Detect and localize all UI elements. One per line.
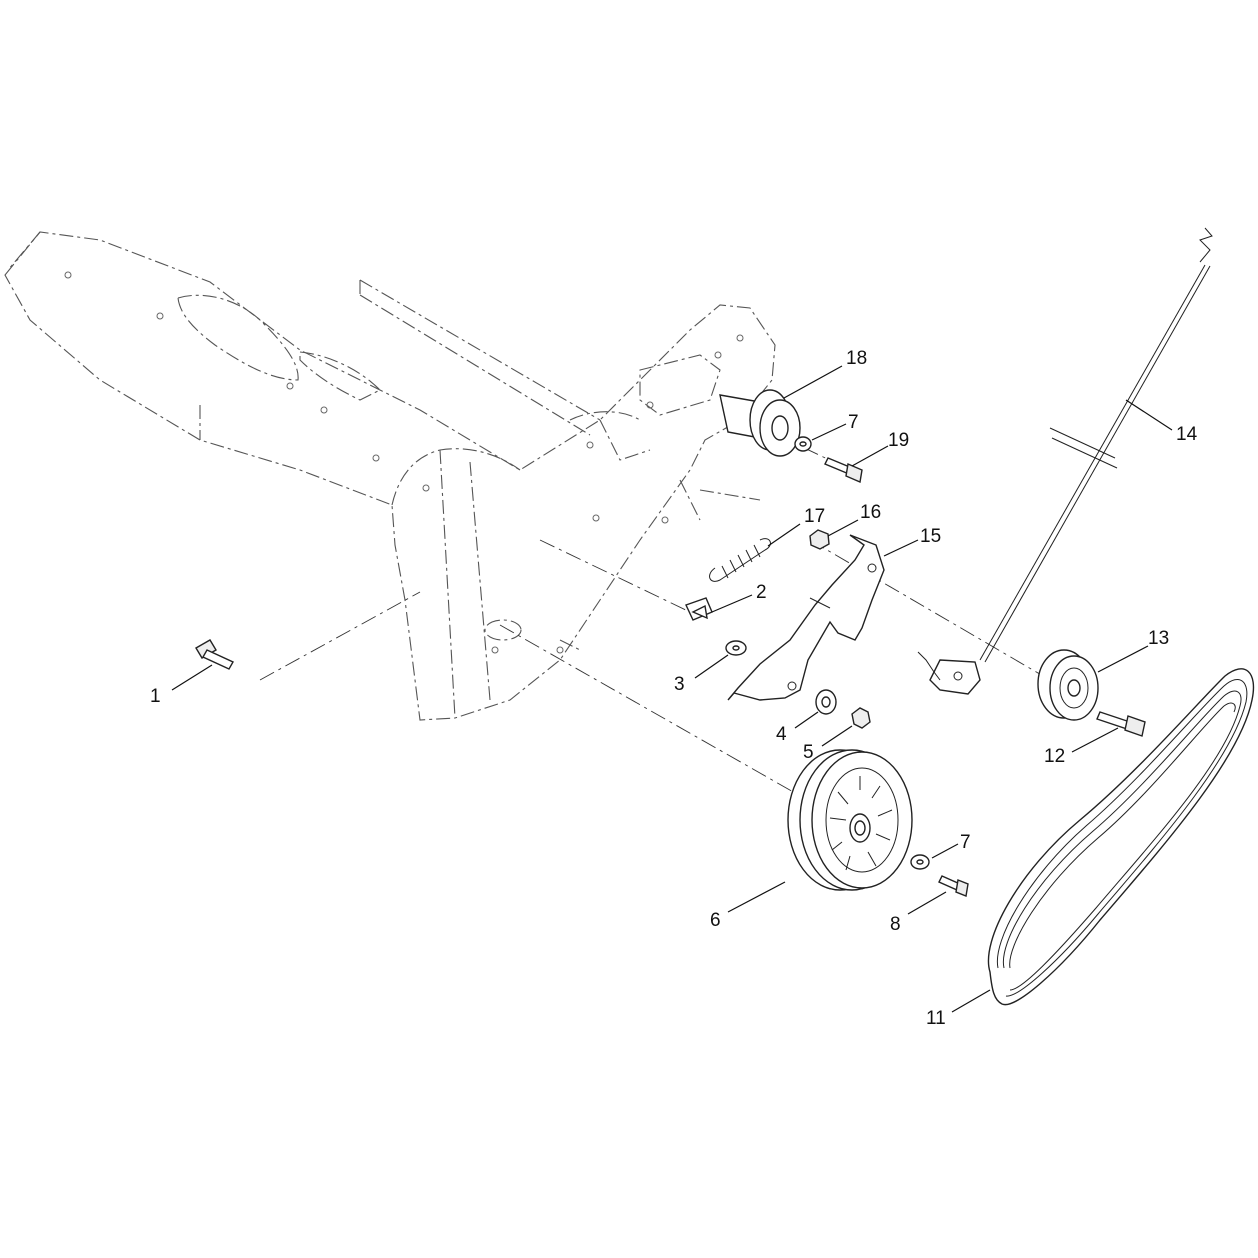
leader-lines [171,365,1173,1013]
drive-belt-part-11 [987,668,1255,1006]
drive-pulley-part-6 [787,749,913,891]
nut-part-5 [851,707,871,729]
callout-18: 18 [846,348,867,369]
idler-pulley-part-18 [719,389,801,457]
callout-1: 1 [150,686,161,707]
callout-4: 4 [776,724,787,745]
bolt-part-19 [824,457,863,483]
callout-3: 3 [674,674,685,695]
assembly-centerlines [259,409,1051,831]
callout-labels: 1 2 3 4 5 6 7 7 8 11 12 13 14 15 16 17 1… [150,348,1198,1029]
spacer-part-4 [815,689,837,715]
callout-11: 11 [926,1008,946,1029]
washer-part-3 [725,640,747,656]
phantom-frame [4,231,776,721]
washer-part-7-lower [910,854,930,870]
callout-19: 19 [888,430,909,451]
callout-5: 5 [803,742,814,763]
callout-8: 8 [890,914,901,935]
bolt-part-1 [195,639,234,670]
callout-7-upper: 7 [848,412,859,433]
spring-part-17 [709,538,771,582]
callout-7-lower: 7 [960,832,971,853]
control-rod-part-14 [979,227,1213,663]
callout-15: 15 [920,526,941,547]
idler-arm-part-15 [727,534,885,701]
callout-6: 6 [710,910,721,931]
callout-2: 2 [756,582,767,603]
callout-16: 16 [860,502,881,523]
nut-part-16 [809,529,830,550]
callout-13: 13 [1148,628,1169,649]
bolt-part-8 [938,875,969,897]
bolt-part-12 [1096,711,1146,737]
clip-part-2 [685,597,713,621]
idler-pulley-part-13 [1037,649,1099,721]
callout-14: 14 [1176,424,1198,445]
callout-12: 12 [1044,746,1065,767]
washer-part-7-upper [794,436,812,452]
callout-17: 17 [804,506,825,527]
rod-bracket [917,651,981,695]
